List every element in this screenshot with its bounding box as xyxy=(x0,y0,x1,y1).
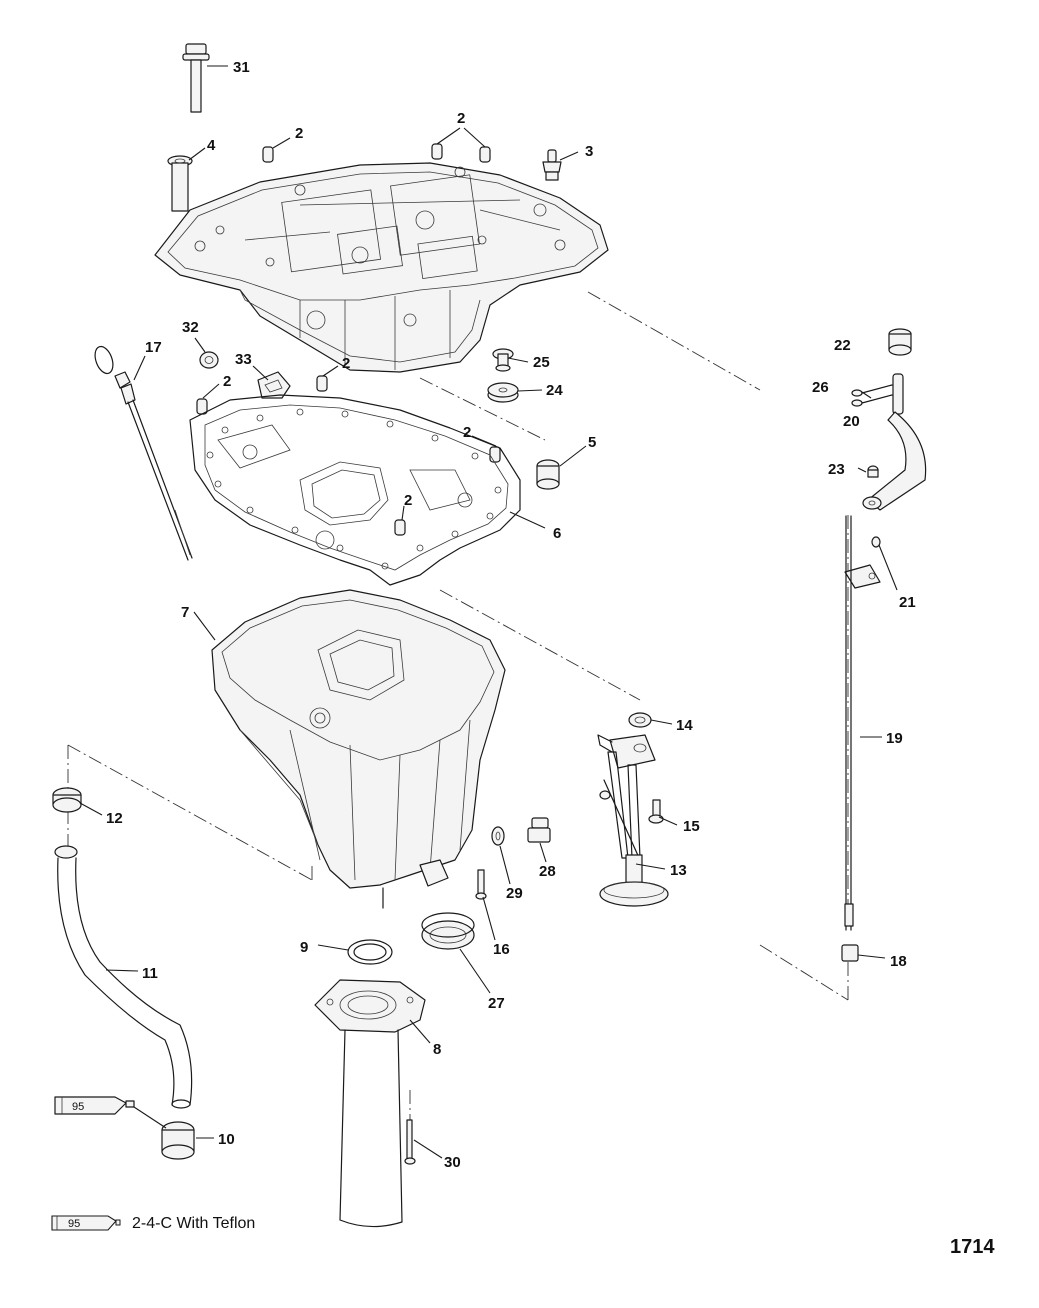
alignment-lines xyxy=(67,291,849,1160)
callout-25: 25 xyxy=(533,354,550,371)
callout-29: 29 xyxy=(506,885,523,902)
callout-24: 24 xyxy=(546,382,563,399)
bolt-15 xyxy=(648,799,664,824)
callout-13: 13 xyxy=(670,862,687,879)
callout-23: 23 xyxy=(828,461,845,478)
callout-labels: 31 4 2 2 3 17 32 33 2 2 25 24 2 5 2 6 22… xyxy=(106,59,916,1171)
diagram-number: 1714 xyxy=(950,1236,995,1258)
washer-29 xyxy=(491,826,505,846)
sealant-tube: 95 xyxy=(54,1096,135,1115)
leader-lines xyxy=(79,65,898,1159)
callout-26: 26 xyxy=(812,379,829,396)
bolt-16 xyxy=(475,869,487,900)
long-bolt-31 xyxy=(182,43,210,113)
legend: 95 2-4-C With Teflon xyxy=(50,1213,255,1235)
pickup-tube-13 xyxy=(597,734,669,907)
callout-4: 4 xyxy=(207,137,216,154)
callout-7: 7 xyxy=(181,604,189,621)
washer-14 xyxy=(628,712,652,728)
callout-2-c: 2 xyxy=(342,355,350,372)
valve-25 xyxy=(492,348,514,372)
callout-2-a: 2 xyxy=(295,125,303,142)
plug-28 xyxy=(527,817,551,843)
nut-23 xyxy=(867,465,879,478)
callout-30: 30 xyxy=(444,1154,461,1171)
nut-22 xyxy=(888,328,912,356)
tube-8 xyxy=(314,979,426,1228)
callout-15: 15 xyxy=(683,818,700,835)
callout-20: 20 xyxy=(843,413,860,430)
callout-27: 27 xyxy=(488,995,505,1012)
screws-26 xyxy=(851,384,893,407)
fitting-3 xyxy=(542,149,562,181)
callout-5: 5 xyxy=(588,434,596,451)
gasket-6 xyxy=(189,394,521,586)
grommet-24 xyxy=(487,382,519,403)
dipstick-17 xyxy=(94,345,193,561)
callout-16: 16 xyxy=(493,941,510,958)
callout-28: 28 xyxy=(539,863,556,880)
hose-11 xyxy=(54,845,193,1109)
callout-2-d: 2 xyxy=(223,373,231,390)
grommet-10 xyxy=(161,1121,195,1160)
callout-32: 32 xyxy=(182,319,199,336)
callout-12: 12 xyxy=(106,810,123,827)
bushing-32 xyxy=(199,351,219,369)
callout-2-e: 2 xyxy=(463,424,471,441)
cap-5 xyxy=(536,459,560,490)
callout-10: 10 xyxy=(218,1131,235,1148)
callout-22: 22 xyxy=(834,337,851,354)
seal-33 xyxy=(257,371,291,399)
callout-18: 18 xyxy=(890,953,907,970)
bolt-30 xyxy=(404,1119,416,1165)
callout-33: 33 xyxy=(235,351,252,368)
callout-17: 17 xyxy=(145,339,162,356)
grommet-12 xyxy=(52,787,82,813)
seal-27 xyxy=(421,912,475,950)
callout-11: 11 xyxy=(142,965,158,982)
adapter-plate xyxy=(154,162,609,373)
callout-31: 31 xyxy=(233,59,250,76)
sleeve-bolt-4 xyxy=(167,155,193,212)
sealant-tube-icon: 95 xyxy=(51,1215,121,1231)
sealant-tube-label: 95 xyxy=(72,1101,84,1113)
rod-19 xyxy=(844,515,854,931)
dowel-pins xyxy=(196,143,501,536)
callout-2-f: 2 xyxy=(404,492,412,509)
callout-14: 14 xyxy=(676,717,693,734)
callout-21: 21 xyxy=(899,594,916,611)
bracket-20 xyxy=(862,373,927,511)
callout-19: 19 xyxy=(886,730,903,747)
clip-18 xyxy=(841,944,859,962)
legend-tube-label: 95 xyxy=(68,1218,80,1230)
legend-text: 2-4-C With Teflon xyxy=(132,1215,256,1232)
seal-9 xyxy=(347,939,393,965)
callout-9: 9 xyxy=(300,939,308,956)
callout-2-b: 2 xyxy=(457,110,465,127)
callout-3: 3 xyxy=(585,143,593,160)
oil-pan-7 xyxy=(211,589,506,909)
callout-6: 6 xyxy=(553,525,561,542)
callout-8: 8 xyxy=(433,1041,441,1058)
clip-21 xyxy=(844,536,881,589)
